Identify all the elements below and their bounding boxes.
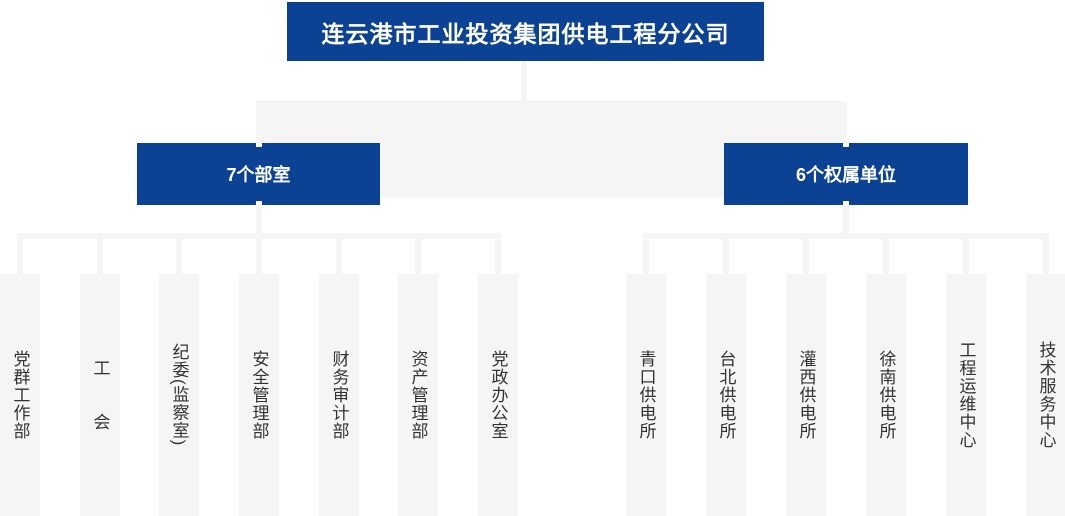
unit-label: 工程运维中心 <box>956 341 976 449</box>
unit-card-jishu: 技术服务中心 <box>1026 274 1065 516</box>
connector-tick-subsidiaries-top <box>843 143 849 147</box>
dept-label: 党群工作部 <box>10 350 30 440</box>
group-node-departments: 7个部室 <box>137 143 380 205</box>
connector-root-drop <box>521 61 527 101</box>
connector-rail-subsidiaries <box>643 233 1049 239</box>
dept-label: 资产管理部 <box>408 350 428 440</box>
connector-subsidiaries-drop <box>843 205 849 233</box>
unit-label: 台北供电所 <box>716 350 736 440</box>
connector-departments-drop <box>256 205 262 274</box>
dept-card-dangqun: 党群工作部 <box>0 274 40 516</box>
dept-label: 党政办公室 <box>488 350 508 440</box>
unit-label: 技术服务中心 <box>1036 341 1056 449</box>
connector-stub <box>883 233 889 274</box>
dept-card-caiwu: 财务审计部 <box>319 274 359 516</box>
unit-card-taibei: 台北供电所 <box>706 274 746 516</box>
unit-card-gongcheng: 工程运维中心 <box>946 274 986 516</box>
connector-stub <box>643 233 649 274</box>
connector-stub <box>963 233 969 274</box>
connector-stub <box>336 233 342 274</box>
connector-stub <box>1043 233 1049 274</box>
connector-stub <box>97 233 103 274</box>
dept-card-dangzheng: 党政办公室 <box>478 274 518 516</box>
connector-stub <box>415 233 421 274</box>
connector-stub <box>803 233 809 274</box>
dept-label: 安全管理部 <box>249 350 269 440</box>
group-node-subsidiaries: 6个权属单位 <box>724 143 968 205</box>
dept-card-anquan: 安全管理部 <box>239 274 279 516</box>
dept-label: 工 会 <box>90 359 110 431</box>
dept-label: 纪委(监察室) <box>169 343 189 447</box>
connector-rail-departments <box>17 233 501 239</box>
dept-label: 财务审计部 <box>329 350 349 440</box>
connector-stub <box>495 233 501 274</box>
dept-card-jiwei: 纪委(监察室) <box>159 274 199 516</box>
dept-card-zichan: 资产管理部 <box>398 274 438 516</box>
connector-stub <box>176 233 182 274</box>
connector-tick-departments-bottom <box>256 201 262 205</box>
connector-tick-subsidiaries-bottom <box>843 201 849 205</box>
unit-card-qingkou: 青口供电所 <box>626 274 666 516</box>
connector-stub <box>723 233 729 274</box>
root-node: 连云港市工业投资集团供电工程分公司 <box>287 2 764 61</box>
unit-label: 青口供电所 <box>636 350 656 440</box>
connector-stub <box>17 233 23 274</box>
unit-card-guanxi: 灌西供电所 <box>786 274 826 516</box>
unit-label: 灌西供电所 <box>796 350 816 440</box>
unit-card-xunan: 徐南供电所 <box>866 274 906 516</box>
dept-card-gonghui: 工 会 <box>80 274 120 516</box>
connector-tick-departments-top <box>256 143 262 147</box>
unit-label: 徐南供电所 <box>876 350 896 440</box>
